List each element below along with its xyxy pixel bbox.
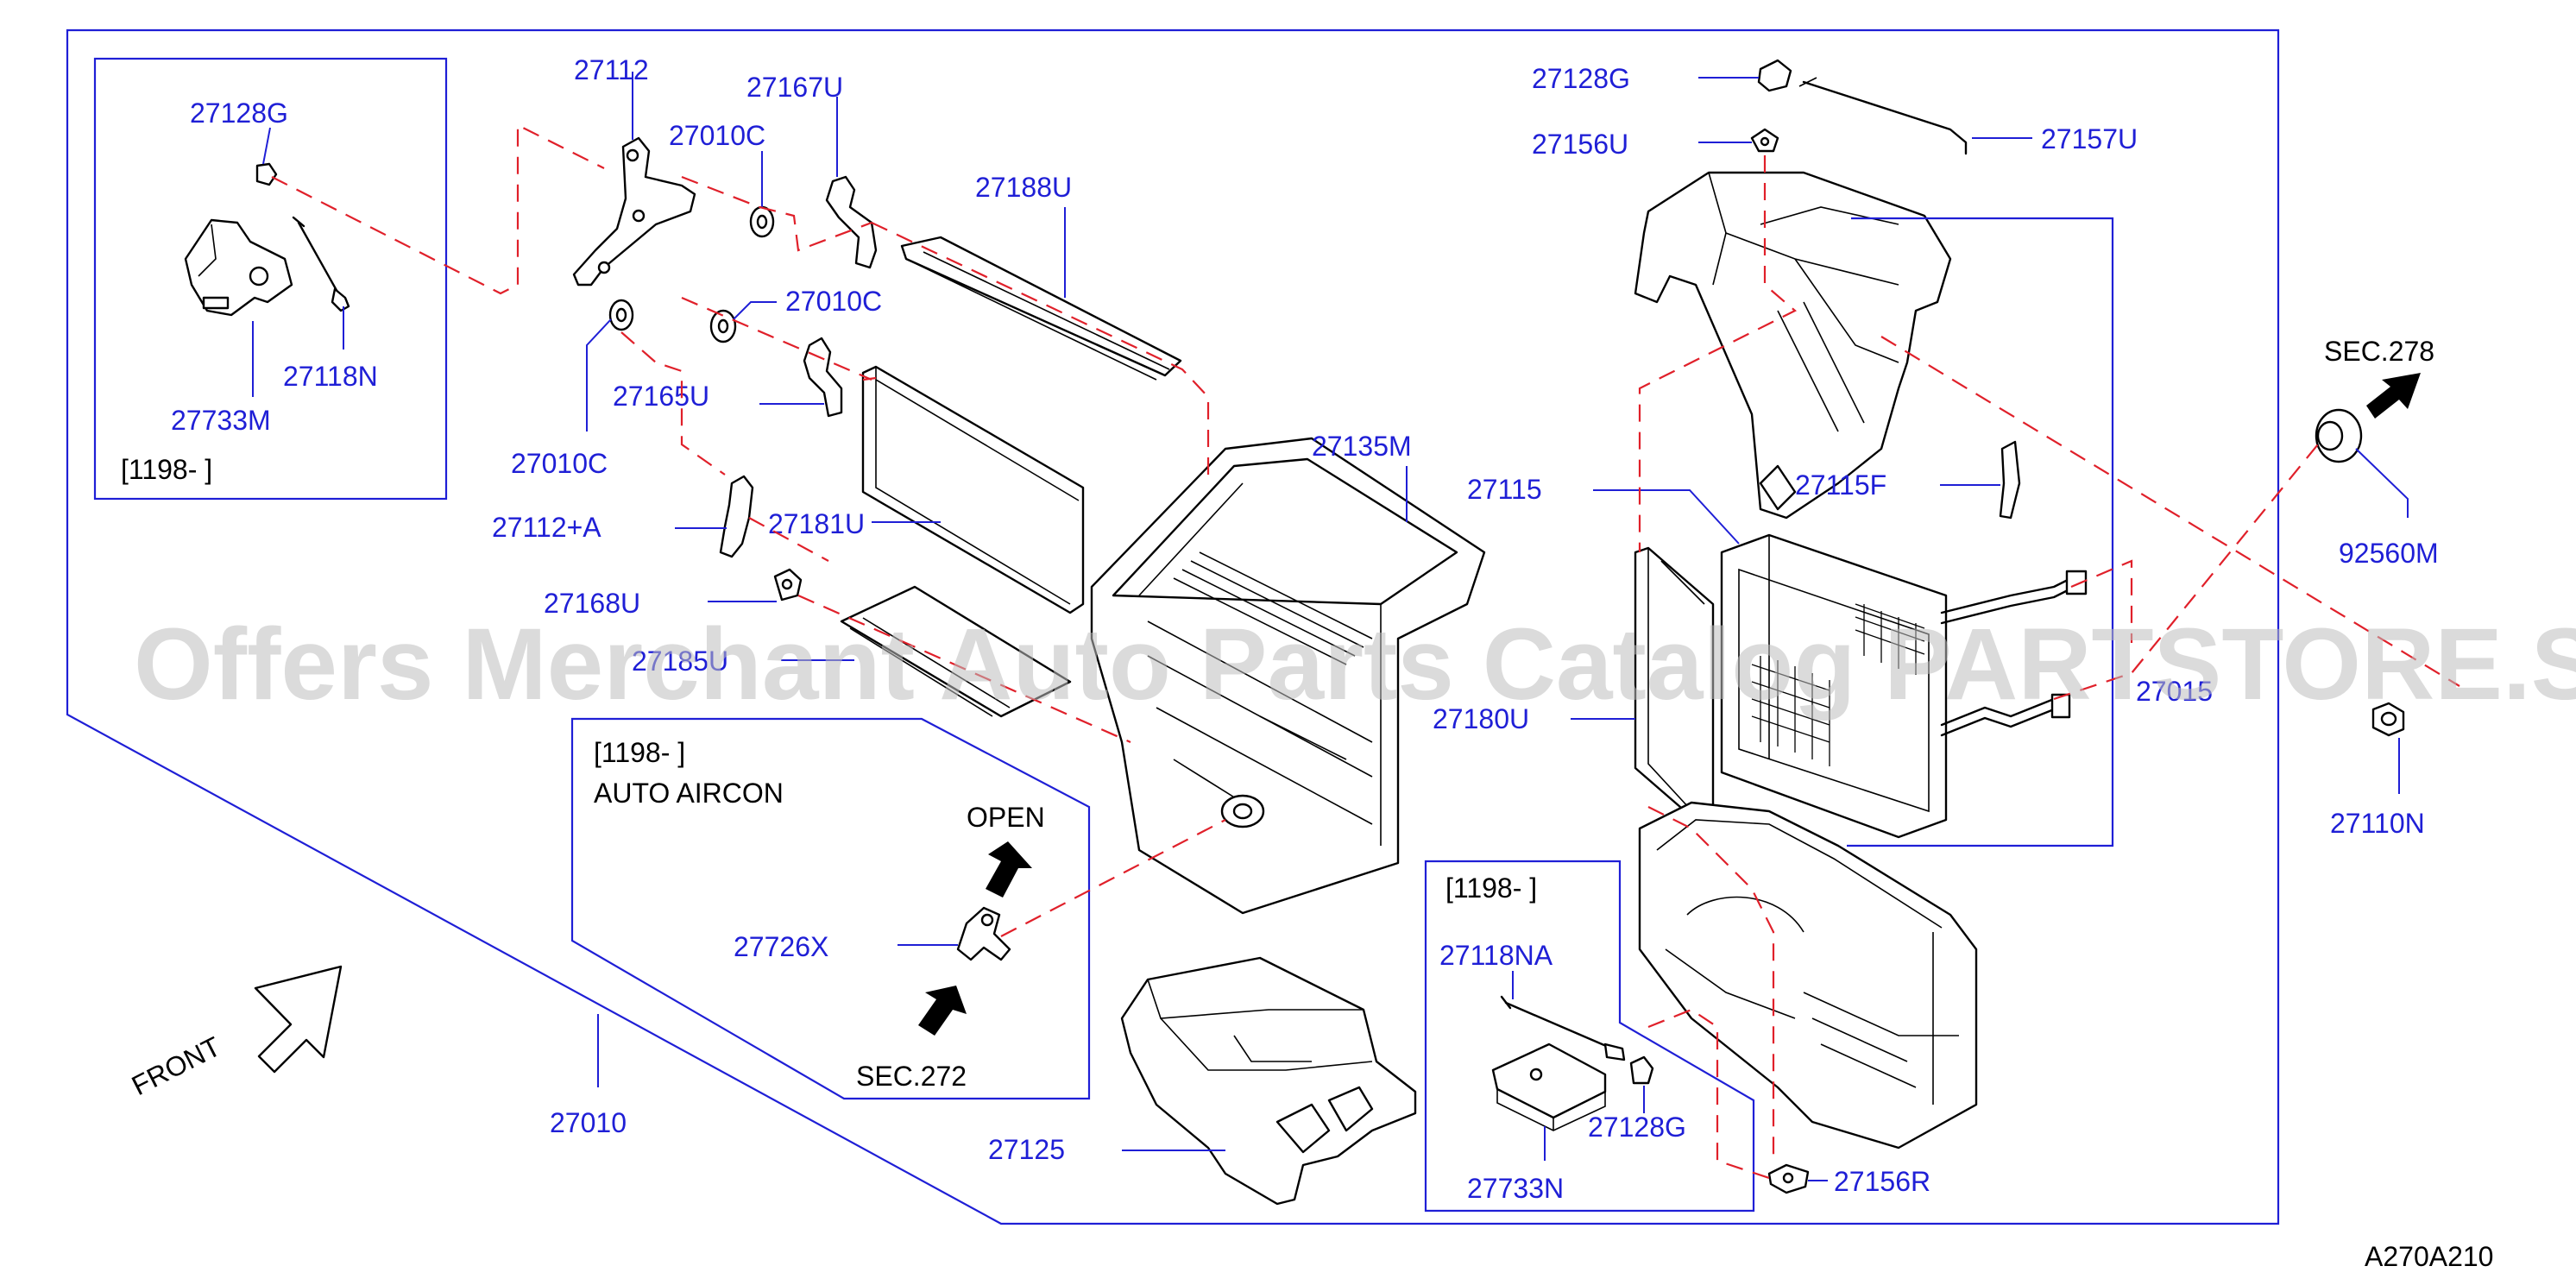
washer-27010c-a xyxy=(749,205,775,238)
callout-27118n: 27118N xyxy=(283,361,378,392)
callout-27110n: 27110N xyxy=(2330,808,2425,839)
lever-27167u xyxy=(825,175,878,269)
callout-27168u: 27168U xyxy=(544,588,640,619)
case-27125 xyxy=(1120,956,1417,1206)
callout-27185u: 27185U xyxy=(632,646,728,677)
rod-27118n xyxy=(292,216,350,312)
case-lower xyxy=(1638,801,1978,1150)
washer-27010c-c xyxy=(608,299,634,331)
clip-27128g-top xyxy=(1757,59,1792,92)
callout-27733n: 27733N xyxy=(1467,1173,1564,1204)
callout-27188u: 27188U xyxy=(975,172,1072,203)
callout-27125: 27125 xyxy=(988,1134,1065,1165)
evaporator-27115 xyxy=(1720,533,1948,839)
lever-27112 xyxy=(572,136,696,287)
door-27188u xyxy=(900,236,1182,381)
lower-inset-box xyxy=(1424,860,1755,1213)
callout-27115: 27115 xyxy=(1467,474,1542,505)
callout-27010: 27010 xyxy=(550,1107,627,1138)
callout-27128g-a: 27128G xyxy=(190,98,288,129)
sec278-arrow-icon xyxy=(2366,373,2421,419)
case-27135m xyxy=(1090,437,1486,915)
callout-27181u: 27181U xyxy=(768,508,865,539)
actuator-27733m xyxy=(184,218,293,317)
auto-inset-title: AUTO AIRCON xyxy=(594,778,784,809)
sec278-label: SEC.278 xyxy=(2324,336,2434,367)
case-upper-27015 xyxy=(1634,171,1952,520)
callout-92560m: 92560M xyxy=(2339,538,2439,569)
left-inset-box xyxy=(93,57,448,501)
nut-27110n xyxy=(2371,702,2405,737)
clip-27128g-left xyxy=(255,162,278,186)
sensor-27726x xyxy=(956,906,1011,961)
sec272-arrow-icon xyxy=(918,986,967,1036)
callout-27015: 27015 xyxy=(2136,676,2213,707)
callout-27167u: 27167U xyxy=(746,72,843,103)
open-label: OPEN xyxy=(967,802,1045,833)
callout-27180u: 27180U xyxy=(1433,703,1529,734)
auto-inset-bracket: [1198- ] xyxy=(594,737,685,768)
grommet-92560m xyxy=(2315,408,2363,463)
rod-27118na xyxy=(1500,995,1626,1061)
callout-27112: 27112 xyxy=(574,54,649,85)
bracket-27115f xyxy=(1999,440,2021,520)
assembly-leaders xyxy=(271,123,2460,1180)
front-label: FRONT xyxy=(127,1030,226,1101)
door-27181u xyxy=(861,365,1085,614)
door-27185u xyxy=(840,585,1072,718)
left-inset-bracket: [1198- ] xyxy=(121,454,212,485)
callout-27165u: 27165U xyxy=(613,381,709,412)
figure-code: A270A210 xyxy=(2365,1241,2493,1272)
watermark-text: Offers Merchant Auto Parts Catalog PARTS… xyxy=(134,608,2576,721)
washer-27010c-b xyxy=(709,309,737,343)
bushing-27168u xyxy=(773,568,803,602)
callout-27128g-c: 27128G xyxy=(1588,1112,1686,1143)
callout-27010c-b: 27010C xyxy=(785,286,882,317)
rod-27157u xyxy=(1798,77,1968,155)
lower-inset-bracket: [1198- ] xyxy=(1445,872,1537,904)
grommet-27156r xyxy=(1767,1163,1810,1194)
grommet-27156u xyxy=(1750,128,1779,153)
callout-27157u: 27157U xyxy=(2041,123,2138,154)
callout-27010c-a: 27010C xyxy=(669,120,765,151)
callout-27726x: 27726X xyxy=(734,931,828,962)
callout-27733m: 27733M xyxy=(171,405,271,436)
callout-27118na: 27118NA xyxy=(1439,940,1553,971)
pipes-27115 xyxy=(1940,570,2088,737)
filter-27180u xyxy=(1634,546,1715,826)
callout-27156r: 27156R xyxy=(1834,1166,1930,1197)
callout-27112a: 27112+A xyxy=(492,512,601,543)
callout-27128g-b: 27128G xyxy=(1532,63,1630,94)
lever-27165u xyxy=(803,337,843,418)
actuator-27733n xyxy=(1491,1042,1607,1131)
callout-27156u: 27156U xyxy=(1532,129,1628,160)
callout-27010c-c: 27010C xyxy=(511,448,608,479)
assembly-frame xyxy=(66,28,2280,1225)
open-arrow-icon xyxy=(986,841,1032,898)
lever-27112a xyxy=(719,475,754,558)
callout-27115f: 27115F xyxy=(1795,469,1886,501)
sec272-label: SEC.272 xyxy=(856,1061,967,1092)
bracket-27015 xyxy=(1847,217,2114,847)
clip-27128g-lower xyxy=(1629,1055,1654,1085)
callout-27135m: 27135M xyxy=(1312,431,1412,462)
front-arrow-icon xyxy=(254,965,343,1074)
auto-aircon-inset-box xyxy=(570,717,1091,1100)
